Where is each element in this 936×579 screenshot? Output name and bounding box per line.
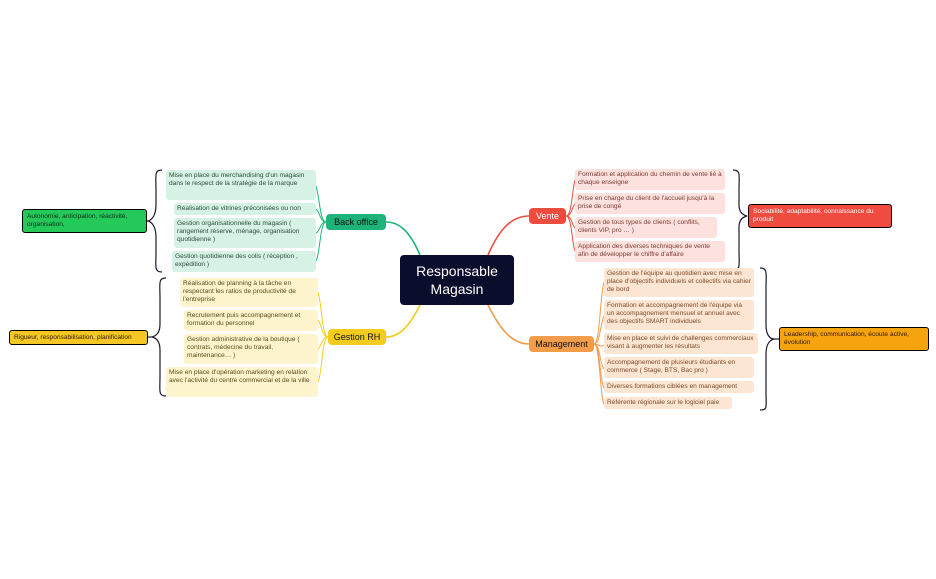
link-back-office (385, 221, 421, 256)
central-topic[interactable]: Responsable Magasin (400, 255, 514, 305)
gestion-rh-item[interactable]: Recrutement puis accompagnement et forma… (184, 310, 318, 331)
management-item[interactable]: Accompagnement de plusieurs étudiants en… (604, 357, 754, 378)
branch-management[interactable]: Management (529, 336, 594, 352)
link-gestion-rh (385, 304, 421, 338)
branch-gestion-rh-label: Gestion RH (333, 332, 381, 342)
central-topic-line2: Magasin (430, 281, 484, 297)
gestion-rh-item[interactable]: Mise en place d'opération marketing en r… (166, 367, 318, 397)
back-office-item[interactable]: Gestion quotidienne des colis ( réceptio… (172, 251, 316, 272)
summary-management[interactable]: Leadership, communication, écoute active… (779, 327, 929, 351)
management-item[interactable]: Formation et accompagnement de l'équipe … (604, 300, 754, 330)
gestion-rh-item[interactable]: Gestion administrative de la boutique ( … (184, 334, 318, 364)
management-item[interactable]: Diverses formations ciblées en managemen… (604, 381, 754, 393)
branch-back-office[interactable]: Back office (326, 214, 386, 230)
bracket-management (759, 267, 775, 411)
central-topic-line1: Responsable (416, 263, 498, 279)
gestion-rh-item[interactable]: Réalisation de planning à la tâche en re… (180, 278, 318, 307)
branch-vente[interactable]: Vente (529, 208, 566, 224)
branch-gestion-rh[interactable]: Gestion RH (328, 329, 386, 345)
vente-item[interactable]: Formation et application du chemin de ve… (575, 169, 725, 190)
management-item[interactable]: Référente régionale sur le logiciel paie (604, 397, 732, 409)
bracket-back-office (147, 169, 163, 273)
vente-item[interactable]: Gestion de tous types de clients ( confl… (575, 217, 717, 238)
link-vente (487, 215, 530, 256)
management-item[interactable]: Mise en place et suivi de challenges com… (604, 333, 758, 354)
summary-back-office[interactable]: Autonomie, anticipation, réactivité, org… (22, 209, 147, 233)
bracket-gestion-rh (151, 277, 167, 397)
back-office-item[interactable]: Mise en place du merchandising d'un maga… (166, 170, 316, 200)
vente-item[interactable]: Prise en charge du client de l'accueil j… (575, 193, 725, 214)
link-management (487, 304, 530, 345)
branch-management-label: Management (535, 339, 588, 349)
bracket-vente (732, 169, 748, 271)
management-item[interactable]: Gestion de l'équipe au quotidien avec mi… (604, 268, 754, 297)
vente-item[interactable]: Application des diverses techniques de v… (575, 241, 725, 262)
branch-vente-label: Vente (535, 211, 560, 221)
back-office-item[interactable]: Réalisation de vitrines préconisées ou n… (174, 203, 316, 215)
branch-back-office-label: Back office (334, 217, 378, 227)
summary-gestion-rh[interactable]: Rigueur, responsabilisation, planificati… (9, 330, 148, 345)
summary-vente[interactable]: Sociabilité, adaptabilité, connaissance … (748, 204, 892, 228)
back-office-item[interactable]: Gestion organisationnelle du magasin ( r… (174, 218, 316, 248)
